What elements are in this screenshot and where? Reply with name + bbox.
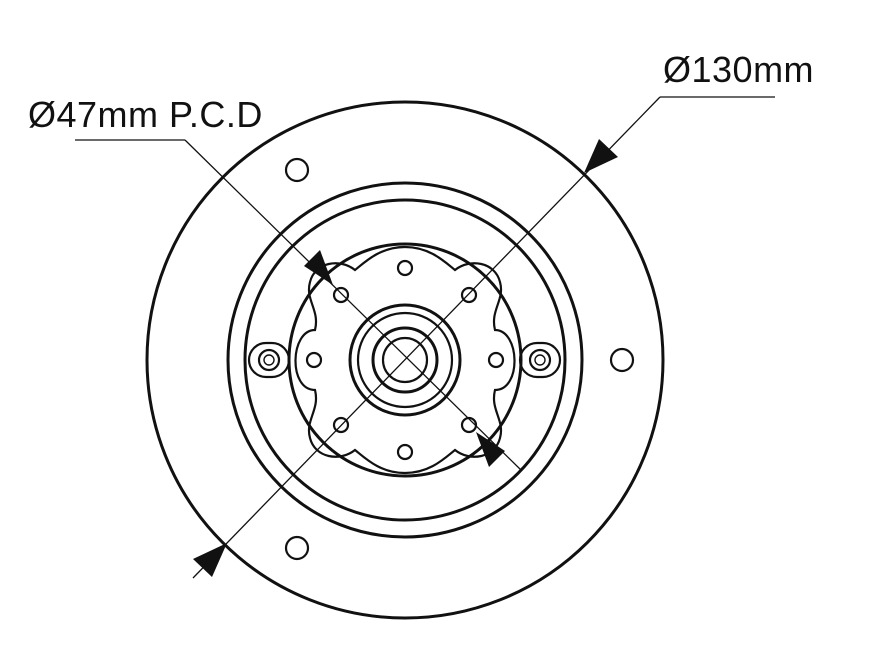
outer-diameter-dimension: Ø130mm bbox=[192, 49, 814, 579]
pcd-hole-right bbox=[487, 351, 505, 369]
pcd-arrow-head-lower bbox=[476, 432, 505, 467]
torx-screw-left bbox=[247, 341, 291, 379]
hub-ring-middle bbox=[356, 311, 454, 409]
pcd-hole-bottom-right bbox=[460, 416, 478, 434]
pcd-hole-top-right bbox=[460, 286, 478, 304]
arrow-head-lower bbox=[193, 543, 227, 577]
pcd-hole-bottom bbox=[396, 443, 414, 461]
hub-ring-outer bbox=[348, 303, 462, 417]
body-ring-second bbox=[243, 198, 567, 522]
flange-mounting-hole-bottom bbox=[284, 535, 310, 561]
body-ring-outer bbox=[226, 181, 584, 539]
flange-mounting-hole-top bbox=[284, 157, 310, 183]
shaft-bore bbox=[381, 336, 429, 384]
pcd-arrow-head-upper bbox=[304, 250, 333, 285]
shaft-ring bbox=[371, 326, 439, 394]
scalloped-hub-plate bbox=[294, 245, 516, 475]
outer-diameter-label: Ø130mm bbox=[663, 49, 814, 90]
arrow-head-upper bbox=[584, 139, 618, 173]
pcd-hole-top-left bbox=[332, 286, 350, 304]
torx-screw-right bbox=[518, 341, 562, 379]
pcd-hole-top bbox=[396, 259, 414, 277]
flange-mounting-hole-right bbox=[609, 347, 635, 373]
pcd-hole-left bbox=[305, 351, 323, 369]
pcd-hole-bottom-left bbox=[332, 416, 350, 434]
outer-flange-circle bbox=[145, 100, 665, 620]
pcd-dimension: Ø47mm P.C.D bbox=[28, 94, 523, 472]
pcd-label: Ø47mm P.C.D bbox=[28, 94, 263, 135]
